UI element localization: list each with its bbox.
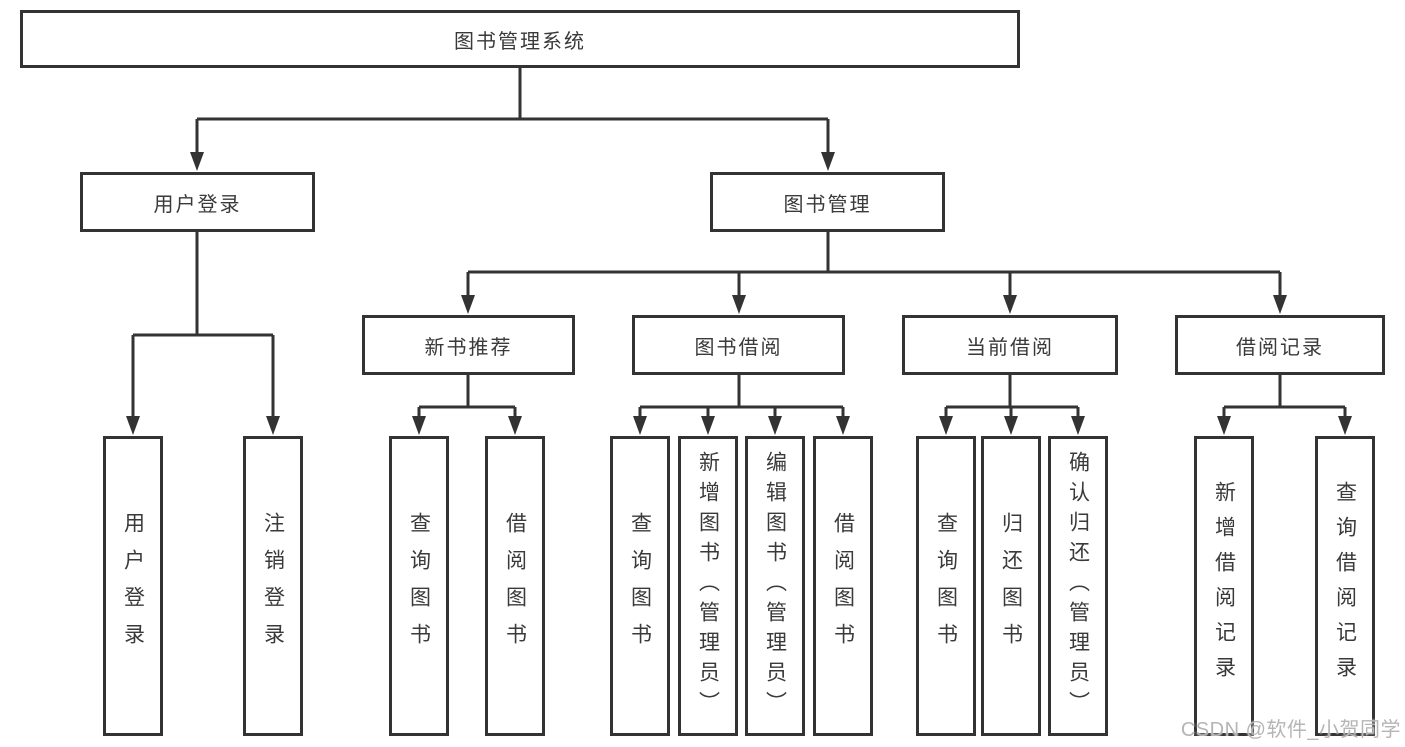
node-label: 编辑图书（管理员） xyxy=(763,451,787,721)
node-user-login: 用户登录 xyxy=(80,172,315,232)
arrowhead-icon xyxy=(1217,416,1231,435)
leaf-add-books-admin: 新增图书（管理员） xyxy=(678,436,738,736)
node-label: 查询图书 xyxy=(407,512,431,660)
connector-borrowing-records-to-leaves xyxy=(1217,375,1352,435)
node-borrowing-records: 借阅记录 xyxy=(1175,315,1385,375)
leaf-add-borrow-record: 新增借阅记录 xyxy=(1194,436,1254,736)
node-label: 图书借阅 xyxy=(694,336,783,359)
arrowhead-icon xyxy=(508,416,522,435)
node-label: 借阅图书 xyxy=(503,512,527,660)
arrowhead-icon xyxy=(701,416,715,435)
node-label: 图书管理 xyxy=(783,193,872,216)
arrowhead-icon xyxy=(126,416,140,435)
leaf-query-borrow-record: 查询借阅记录 xyxy=(1315,436,1375,736)
leaf-user-login-action: 用户登录 xyxy=(103,436,163,736)
leaf-edit-books-admin: 编辑图书（管理员） xyxy=(745,436,805,736)
arrowhead-icon xyxy=(768,416,782,435)
arrowhead-icon xyxy=(939,416,953,435)
leaf-logout: 注销登录 xyxy=(243,436,303,736)
node-label: 查询图书 xyxy=(934,512,958,660)
arrowhead-icon xyxy=(412,416,426,435)
node-label: 借阅图书 xyxy=(831,512,855,660)
node-book-borrowing: 图书借阅 xyxy=(632,315,845,375)
node-label: 新书推荐 xyxy=(424,336,513,359)
arrowhead-icon xyxy=(1004,416,1018,435)
arrowhead-icon xyxy=(461,295,475,314)
leaf-confirm-return-admin: 确认归还（管理员） xyxy=(1048,436,1108,736)
arrowhead-icon xyxy=(821,152,835,171)
arrowhead-icon xyxy=(1273,295,1287,314)
node-label: 注销登录 xyxy=(261,512,285,660)
node-label: 用户登录 xyxy=(121,512,145,660)
connector-root-to-level2 xyxy=(190,68,835,171)
node-label: 用户登录 xyxy=(153,193,242,216)
node-book-management: 图书管理 xyxy=(710,172,945,232)
node-label: 图书管理系统 xyxy=(454,30,586,53)
leaf-borrow-books-recommend: 借阅图书 xyxy=(485,436,545,736)
leaf-query-books-borrow: 查询图书 xyxy=(610,436,670,736)
node-label: 新增借阅记录 xyxy=(1212,481,1236,691)
node-label: 确认归还（管理员） xyxy=(1066,451,1090,721)
connector-user-login-to-leaves xyxy=(126,232,280,435)
leaf-return-books: 归还图书 xyxy=(981,436,1041,736)
connector-current-borrowing-to-leaves xyxy=(939,375,1085,435)
arrowhead-icon xyxy=(732,295,746,314)
connector-book-management-to-level3 xyxy=(461,232,1287,314)
leaf-query-books-recommend: 查询图书 xyxy=(389,436,449,736)
node-label: 查询借阅记录 xyxy=(1333,481,1357,691)
arrowhead-icon xyxy=(266,416,280,435)
leaf-query-books-current: 查询图书 xyxy=(916,436,976,736)
csdn-watermark: CSDN @软件_小贺同学 xyxy=(1180,719,1401,741)
node-label: 归还图书 xyxy=(999,512,1023,660)
arrowhead-icon xyxy=(190,152,204,171)
node-current-borrowing: 当前借阅 xyxy=(902,315,1118,375)
node-new-book-recommend: 新书推荐 xyxy=(362,315,575,375)
arrowhead-icon xyxy=(836,416,850,435)
leaf-borrow-books: 借阅图书 xyxy=(813,436,873,736)
arrowhead-icon xyxy=(1071,416,1085,435)
node-label: 新增图书（管理员） xyxy=(696,451,720,721)
node-label: 查询图书 xyxy=(628,512,652,660)
node-label: 当前借阅 xyxy=(966,336,1054,359)
node-label: 借阅记录 xyxy=(1236,336,1324,359)
arrowhead-icon xyxy=(633,416,647,435)
arrowhead-icon xyxy=(1338,416,1352,435)
connector-book-borrowing-to-leaves xyxy=(633,375,850,435)
node-library-management-system: 图书管理系统 xyxy=(20,10,1020,68)
arrowhead-icon xyxy=(1003,295,1017,314)
connector-new-book-recommend-to-leaves xyxy=(412,375,522,435)
